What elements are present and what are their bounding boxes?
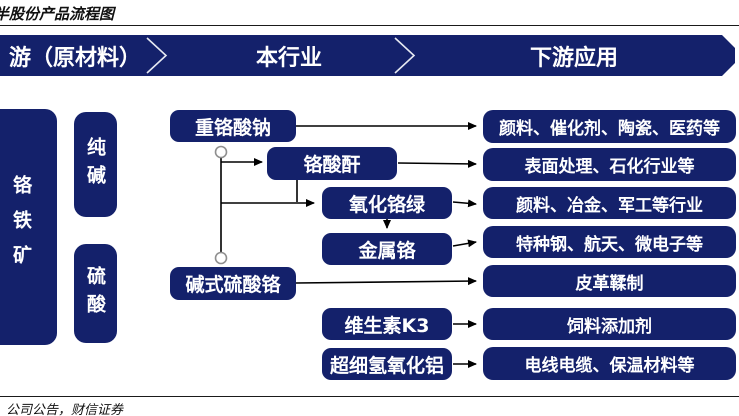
node-app-special-steel-aerospace: 特种钢、航天、微电子等 [483, 226, 736, 258]
node-app-pigments-catalysts: 颜料、催化剂、陶瓷、医药等 [483, 110, 736, 143]
header-segment-industry: 本行业 [255, 45, 322, 71]
node-ultrafine-aluminum-hydroxide: 超细氢氧化铝 [322, 348, 452, 380]
node-chromite-ore-label: 铬铁矿 [10, 174, 32, 280]
node-app-leather-tanning: 皮革鞣制 [483, 265, 736, 297]
header-segment-downstream: 下游应用 [529, 45, 618, 71]
node-vitamin-k3: 维生素K3 [322, 308, 452, 340]
header-band [0, 35, 735, 76]
node-app-feed-additive: 饲料添加剂 [483, 308, 736, 340]
node-sulfuric-acid-label: 硫酸 [84, 265, 106, 322]
arrow-chromic-anhydride-to-app2 [397, 159, 477, 168]
arrow-chrome-oxide-green-to-app3 [452, 199, 477, 208]
title-divider [0, 25, 739, 26]
node-soda-ash: 纯碱 [74, 112, 117, 217]
arrow-chromium-metal-to-app4 [452, 239, 477, 248]
node-sulfuric-acid: 硫酸 [74, 244, 117, 343]
arrow-basic-chromium-sulfate-to-app5 [295, 277, 477, 286]
source-divider [0, 396, 739, 397]
node-app-metallurgy-military: 颜料、冶金、军工等行业 [483, 187, 736, 219]
source-text: 公司公告，财信证券 [6, 403, 124, 416]
node-app-wires-insulation: 电线电缆、保温材料等 [483, 347, 736, 380]
node-basic-chromium-sulfate: 碱式硫酸铬 [170, 267, 296, 300]
node-chromium-metal: 金属铬 [322, 233, 452, 265]
node-chrome-oxide-green: 氧化铬绿 [322, 187, 452, 219]
figure-title: 半股份产品流程图 [0, 5, 115, 23]
node-app-surface-treatment: 表面处理、石化行业等 [483, 148, 736, 181]
connector-node-icon [214, 145, 228, 159]
node-chromite-ore: 铬铁矿 [0, 109, 57, 345]
header-segment-upstream: 游（原材料） [8, 45, 141, 71]
node-soda-ash-label: 纯碱 [84, 136, 106, 193]
node-chromic-anhydride: 铬酸酐 [267, 147, 397, 180]
connector-node-icon [214, 251, 228, 265]
node-sodium-dichromate: 重铬酸钠 [170, 110, 296, 142]
